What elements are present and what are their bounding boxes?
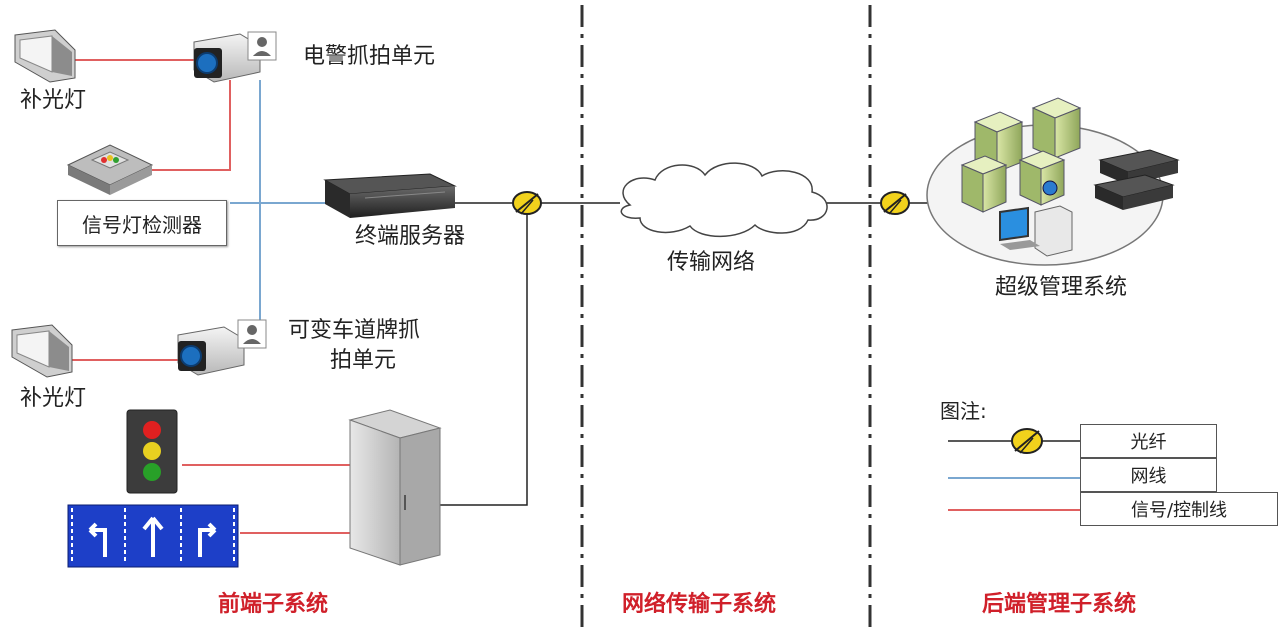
globe-icon <box>1042 180 1058 196</box>
network-subsystem-title: 网络传输子系统 <box>622 592 777 617</box>
lane-sign-capture-label-line2: 拍单元 <box>330 348 397 373</box>
fill-light-icon <box>14 29 76 83</box>
terminal-server-label: 终端服务器 <box>355 224 466 249</box>
traffic-light-icon <box>126 409 178 494</box>
legend-fiber: 光纤 <box>1080 424 1217 458</box>
management-system-label: 超级管理系统 <box>995 275 1128 300</box>
back-subsystem-title: 后端管理子系统 <box>982 592 1137 617</box>
legend-network-cable: 网线 <box>1080 458 1217 492</box>
fiber-connector-legend <box>1011 428 1043 454</box>
lane-sign-icon <box>67 504 239 568</box>
detector-device-icon <box>66 144 154 195</box>
transmission-network-label: 传输网络 <box>667 250 756 275</box>
camera-icon <box>177 319 267 376</box>
network-lines <box>230 80 1080 479</box>
management-system-icon <box>926 97 1180 266</box>
signal-detector-label: 信号灯检测器 <box>57 200 227 246</box>
front-subsystem-title: 前端子系统 <box>218 592 329 617</box>
capture-unit-label: 电警抓拍单元 <box>303 44 436 69</box>
fill-light-icon <box>11 324 73 378</box>
legend-signal-line: 信号/控制线 <box>1080 492 1278 526</box>
server-tower-icon <box>1018 150 1066 206</box>
camera-icon <box>193 31 277 83</box>
server-tower-icon <box>1031 97 1082 159</box>
cabinet-icon <box>348 409 442 566</box>
fill-light-label: 补光灯 <box>20 386 87 411</box>
lane-sign-capture-label-line1: 可变车道牌抓 <box>288 318 421 343</box>
fiber-connector-back <box>880 191 910 215</box>
signal-lines <box>70 59 1080 534</box>
workstation-icon <box>999 205 1073 257</box>
terminal-server-icon <box>323 173 457 218</box>
transmission-cloud <box>620 162 828 238</box>
server-tower-icon <box>960 155 1008 213</box>
legend-title: 图注: <box>940 399 987 423</box>
fiber-connector-front <box>512 191 542 215</box>
fill-light-label: 补光灯 <box>20 88 87 113</box>
storage-array-icon <box>1093 149 1180 210</box>
